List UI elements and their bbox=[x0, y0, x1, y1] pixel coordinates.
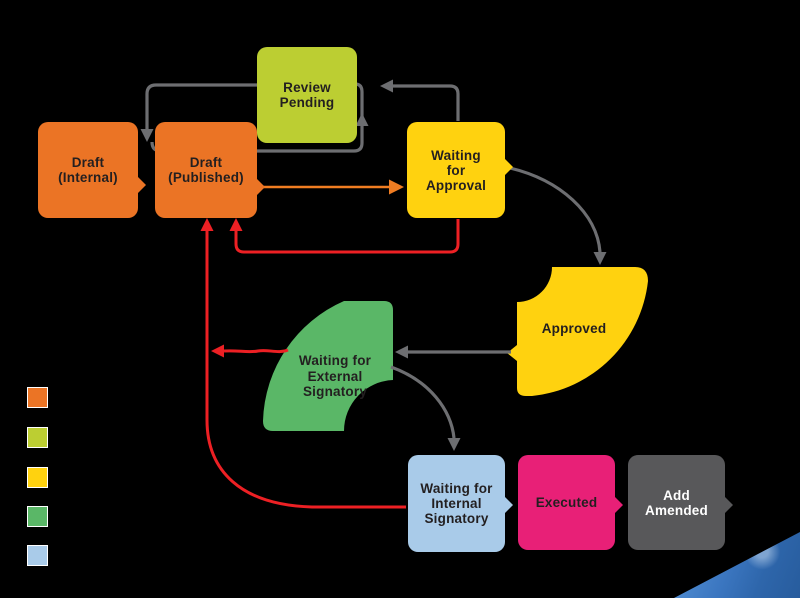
edge-waiting-approval-to-review bbox=[380, 79, 460, 121]
legend-swatch-green bbox=[27, 506, 48, 527]
node-add-amended-label: Add Amended bbox=[645, 487, 708, 518]
node-approved-label: Approved bbox=[541, 321, 607, 336]
edge-draft-published-to-review bbox=[150, 82, 369, 153]
node-waiting-external-shape bbox=[263, 301, 393, 431]
legend-swatch-light-blue bbox=[27, 545, 48, 566]
edge-waiting-internal-to-draft-published bbox=[200, 218, 406, 509]
node-tail bbox=[137, 176, 146, 194]
node-draft-internal-label: Draft (Internal) bbox=[58, 155, 118, 185]
edge-review-to-draft-published bbox=[140, 83, 257, 142]
legend-swatch-orange bbox=[27, 387, 48, 408]
arrowhead-down-icon bbox=[140, 129, 154, 142]
node-waiting-approval: Waiting for Approval bbox=[407, 122, 513, 218]
arrowhead-up-icon bbox=[229, 218, 243, 231]
node-executed: Executed bbox=[518, 455, 623, 550]
arrowhead-down-icon bbox=[447, 438, 461, 451]
node-draft-published-label: Draft (Published) bbox=[168, 155, 244, 185]
edge-waiting-approval-to-draft-published bbox=[229, 218, 460, 254]
node-draft-internal: Draft (Internal) bbox=[38, 122, 146, 218]
node-tail bbox=[504, 496, 513, 514]
arrowhead-left-icon bbox=[211, 344, 224, 358]
node-tail bbox=[614, 496, 623, 514]
arrowhead-down-icon bbox=[593, 252, 607, 265]
node-tail bbox=[256, 178, 265, 196]
edge-draft-published-to-waiting-approval bbox=[263, 179, 404, 195]
legend-swatch-chartreuse bbox=[27, 427, 48, 448]
arrowhead-left-icon bbox=[395, 345, 408, 359]
node-draft-published: Draft (Published) bbox=[155, 122, 265, 218]
arrowhead-up-icon bbox=[355, 113, 369, 126]
node-tail bbox=[724, 496, 733, 514]
legend-swatch-yellow bbox=[27, 467, 48, 488]
node-waiting-approval-label: Waiting for Approval bbox=[425, 147, 487, 193]
node-waiting-internal-label: Waiting for Internal Signatory bbox=[420, 481, 493, 526]
arrowhead-right-icon bbox=[389, 179, 404, 195]
node-approved-shape bbox=[507, 267, 648, 396]
node-review-pending-label: Review Pending bbox=[279, 80, 335, 110]
arrowhead-up-icon bbox=[200, 218, 214, 231]
edge-waiting-approval-to-approved bbox=[509, 166, 607, 265]
edge-waiting-external-to-draft-published bbox=[211, 344, 289, 358]
node-executed-label: Executed bbox=[535, 495, 598, 510]
node-waiting-internal: Waiting for Internal Signatory bbox=[408, 455, 513, 552]
arrowhead-left-icon bbox=[380, 79, 393, 93]
edge-waiting-external-to-waiting-internal bbox=[390, 365, 461, 451]
node-add-amended: Add Amended bbox=[628, 455, 733, 550]
node-tail bbox=[504, 158, 513, 176]
node-review-pending: Review Pending bbox=[257, 47, 357, 143]
fan-shapes bbox=[263, 267, 648, 431]
node-waiting-external-label: Waiting for External Signatory bbox=[298, 353, 372, 399]
edge-approved-to-waiting-external bbox=[395, 345, 511, 359]
